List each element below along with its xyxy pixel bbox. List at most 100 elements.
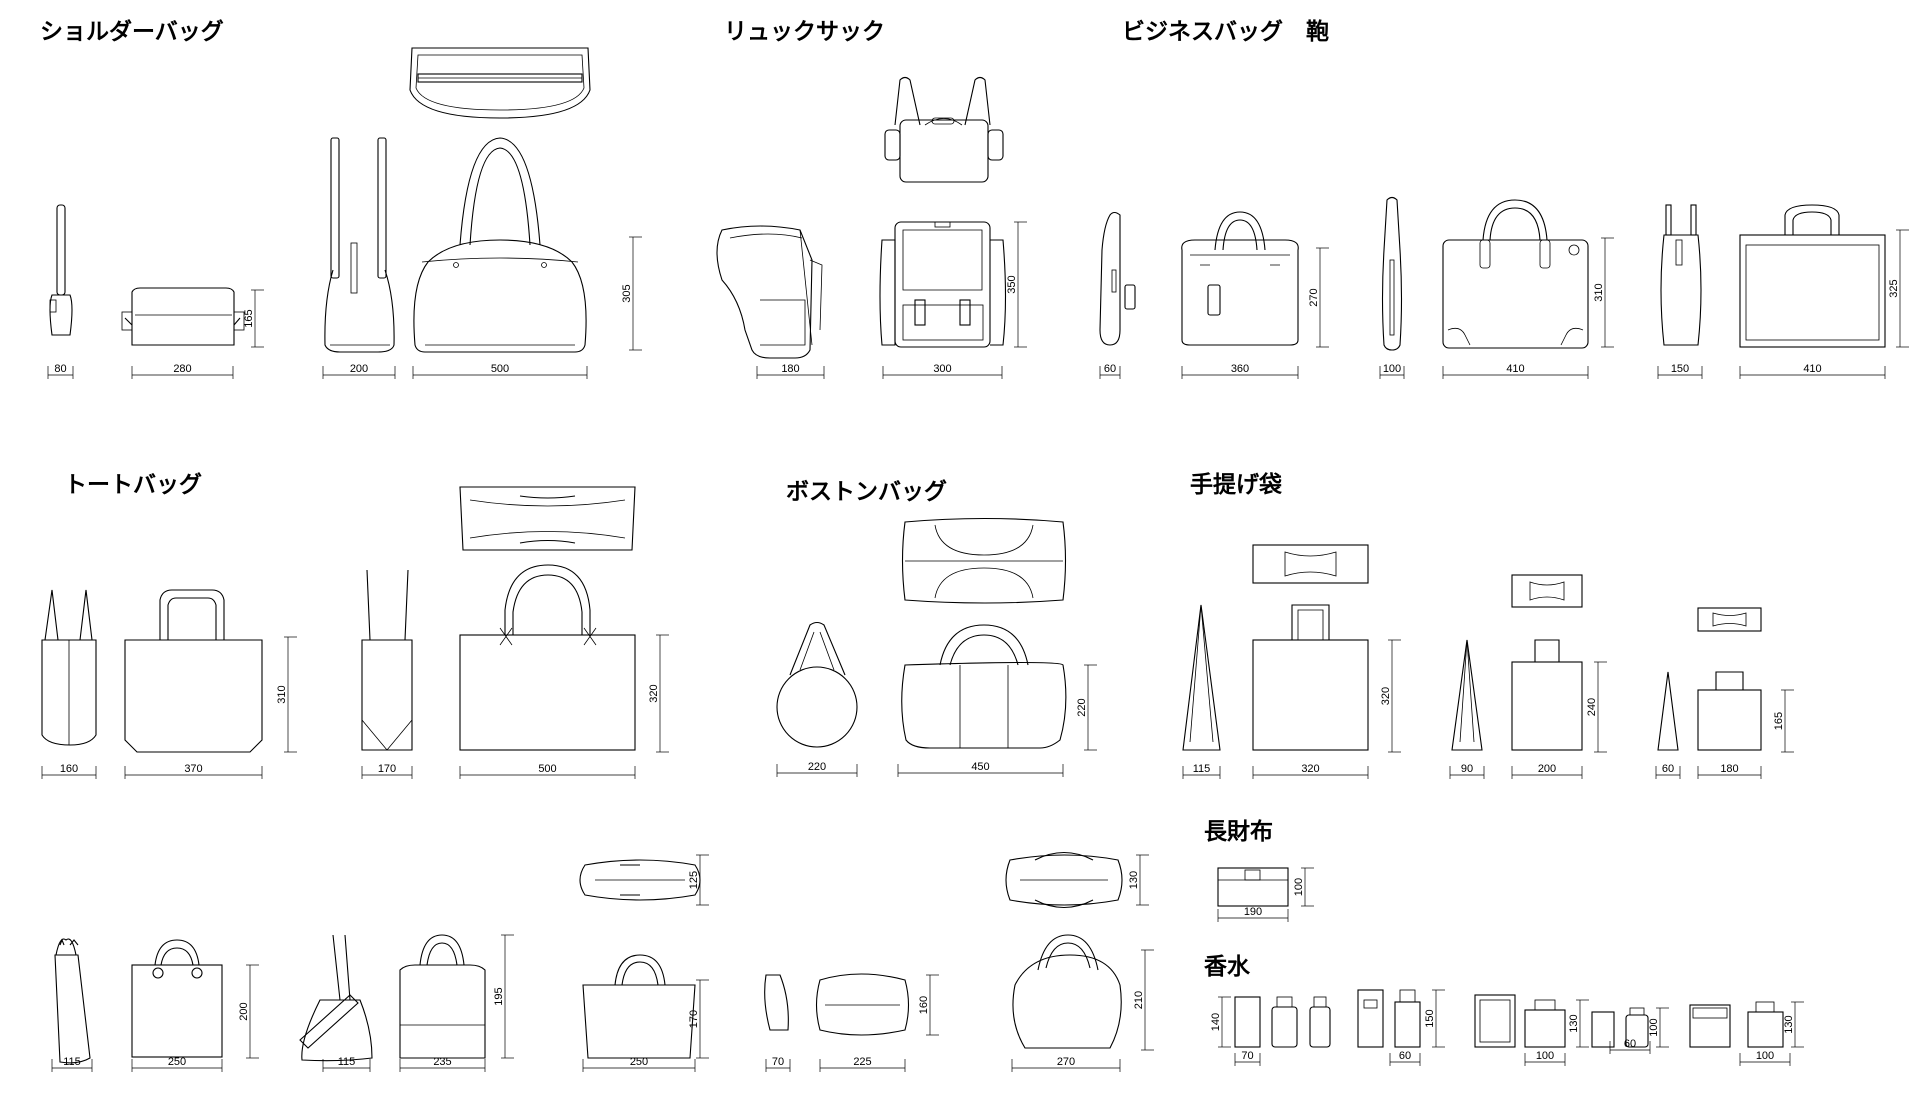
dimension-label: 225 <box>853 1056 871 1068</box>
dimension-handbags-7: 250 <box>582 1056 696 1072</box>
dimension-perfume-1: 70 <box>1234 1050 1261 1066</box>
dimension-boston-2: 220 <box>1076 664 1097 751</box>
dimension-label: 100 <box>1293 878 1305 896</box>
dimension-perfume-5: 100 <box>1524 1050 1566 1066</box>
boston-bag-front-view <box>901 624 1067 749</box>
dimension-rucksack-1: 300 <box>882 363 1003 379</box>
dimension-handbags-5: 195 <box>493 934 514 1059</box>
dimension-label: 70 <box>1241 1050 1253 1062</box>
dimension-label: 220 <box>1076 698 1088 716</box>
paper-bag-small-front-view <box>1697 671 1762 751</box>
dimension-paperbag-6: 60 <box>1655 763 1681 779</box>
dimension-perfume-4: 130 <box>1568 999 1589 1048</box>
dimension-label: 310 <box>276 685 288 703</box>
dimension-label: 200 <box>1538 763 1556 775</box>
paper-bag-medium-top-view <box>1511 574 1583 608</box>
dimension-label: 500 <box>538 763 556 775</box>
dimension-label: 200 <box>238 1002 250 1020</box>
dimension-label: 325 <box>1888 279 1900 297</box>
tote-2-front-view <box>459 564 636 751</box>
dimension-label: 280 <box>173 363 191 375</box>
dimension-label: 100 <box>1756 1050 1774 1062</box>
dimension-handbags-11: 160 <box>918 974 939 1036</box>
handbag-2-side-view <box>299 934 373 1062</box>
dimension-paperbag-7: 180 <box>1697 763 1762 779</box>
title-long-wallet: 長財布 <box>1204 819 1273 845</box>
title-shoulder-bag: ショルダーバッグ <box>40 19 224 45</box>
dimension-label: 115 <box>63 1056 81 1068</box>
dimension-label: 320 <box>1380 687 1392 705</box>
dimension-handbags-1: 250 <box>131 1056 223 1072</box>
dimension-handbags-9: 70 <box>765 1056 791 1072</box>
rucksack-side-view <box>716 225 823 359</box>
dimension-label: 305 <box>621 284 633 302</box>
dimension-label: 150 <box>1424 1009 1436 1027</box>
handbag-2-front-view <box>399 934 486 1059</box>
dimension-handbags-0: 115 <box>51 1056 93 1072</box>
dimension-handbags-14: 210 <box>1133 949 1154 1051</box>
dimension-label: 80 <box>54 363 66 375</box>
paper-bag-small-side-view <box>1657 671 1679 751</box>
dimension-business-7: 410 <box>1739 363 1886 379</box>
perfume-bottles <box>1234 989 1784 1048</box>
dimension-shoulder-1: 280 <box>131 363 234 379</box>
dimension-handbags-8: 170 <box>688 979 709 1059</box>
dimension-tote-3: 170 <box>361 763 413 779</box>
tote-2-side-view <box>361 569 413 751</box>
handbag-4-side-view <box>764 974 789 1031</box>
title-paper-bag: 手提げ袋 <box>1190 472 1282 498</box>
business-bag-2-side-view <box>1381 196 1403 351</box>
boston-bag-side-view <box>776 621 858 748</box>
dimension-label: 150 <box>1671 363 1689 375</box>
dimension-paperbag-2: 320 <box>1380 639 1401 753</box>
shoulder-bag-large-top-view <box>409 47 591 119</box>
dimension-shoulder-5: 305 <box>621 236 642 351</box>
dimension-label: 310 <box>1593 283 1605 301</box>
title-boston-bag: ボストンバッグ <box>786 479 947 505</box>
dimension-tote-1: 370 <box>124 763 263 779</box>
boston-bag-top-view <box>901 517 1067 604</box>
long-wallet-view <box>1217 867 1289 907</box>
dimension-tote-0: 160 <box>41 763 97 779</box>
title-rucksack: リュックサック <box>724 19 885 45</box>
dimension-handbags-12: 130 <box>1128 854 1149 906</box>
dimension-wallet-1: 100 <box>1293 867 1314 907</box>
handbag-4-front-view <box>815 973 910 1036</box>
business-bag-3-front-view <box>1739 204 1886 348</box>
dimension-paperbag-4: 200 <box>1511 763 1583 779</box>
dimension-label: 165 <box>1773 712 1785 730</box>
dimension-tote-2: 310 <box>276 636 297 753</box>
dimension-label: 190 <box>1244 906 1262 918</box>
dimension-label: 220 <box>808 761 826 773</box>
dimension-label: 115 <box>1193 763 1211 775</box>
dimension-paperbag-0: 115 <box>1182 763 1221 779</box>
dimension-label: 170 <box>688 1010 700 1028</box>
handbag-3-front-view <box>582 954 696 1059</box>
dimension-label: 320 <box>648 684 660 702</box>
dimension-label: 60 <box>1104 363 1116 375</box>
dimension-label: 100 <box>1536 1050 1554 1062</box>
dimension-label: 250 <box>168 1056 186 1068</box>
dimension-label: 410 <box>1506 363 1524 375</box>
dimension-label: 90 <box>1461 763 1473 775</box>
handbag-1-side-view <box>54 938 91 1064</box>
dimension-perfume-3: 60 <box>1389 1050 1421 1066</box>
tote-1-side-view <box>41 589 97 746</box>
dimension-business-8: 325 <box>1888 229 1909 348</box>
dimension-label: 125 <box>688 871 700 889</box>
dimension-paperbag-5: 240 <box>1586 661 1607 753</box>
paper-bag-large-top-view <box>1252 544 1369 584</box>
shoulder-bag-large-front-view <box>413 137 587 353</box>
dimension-perfume-0: 140 <box>1210 996 1231 1048</box>
dimension-label: 300 <box>933 363 951 375</box>
shoulder-bag-small-side-view <box>49 204 73 336</box>
title-tote-bag: トートバッグ <box>64 472 202 498</box>
dimension-tote-4: 500 <box>459 763 636 779</box>
paper-bag-medium-side-view <box>1451 639 1483 751</box>
dimension-label: 250 <box>630 1056 648 1068</box>
dimension-business-0: 60 <box>1099 363 1121 379</box>
dimension-tote-5: 320 <box>648 634 669 753</box>
shoulder-bag-large-side-view <box>324 137 395 353</box>
